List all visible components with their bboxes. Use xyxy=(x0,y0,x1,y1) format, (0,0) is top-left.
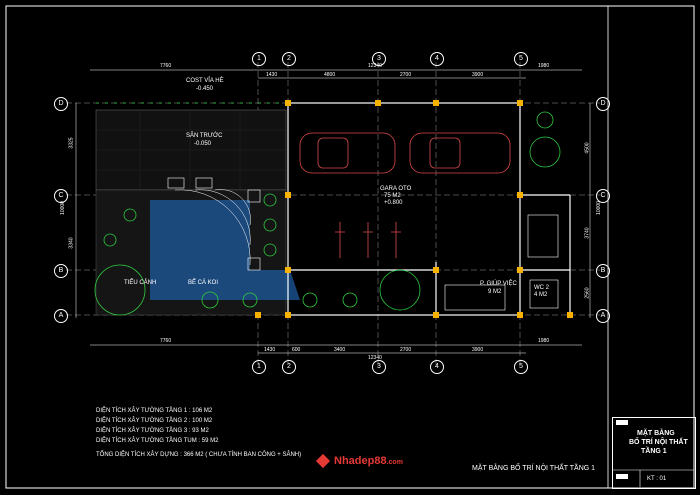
dim-bottom-4: 3400 xyxy=(334,347,346,353)
grid-row-c-left: C xyxy=(54,189,68,203)
koi-pond xyxy=(150,200,300,300)
garage-label: GARA OTO xyxy=(380,186,412,192)
grid-row-c-right: C xyxy=(596,189,610,203)
grid-row-a-right: A xyxy=(596,309,610,323)
dim-top-total: 12340 xyxy=(368,63,382,69)
grid-col-2-top: 2 xyxy=(282,52,296,66)
dim-bottom-1: 7760 xyxy=(160,338,172,344)
dim-bottom-5: 2700 xyxy=(400,347,412,353)
dim-bottom-2: 1430 xyxy=(264,347,276,353)
grid-row-d-right: D xyxy=(596,97,610,111)
grid-col-2-bottom: 2 xyxy=(282,360,296,374)
car-icons xyxy=(299,132,511,174)
yard-label: SÂN TRƯỚC xyxy=(186,133,223,139)
street-level-label: COST VỈA HÈ xyxy=(186,78,224,84)
title-line-1: MẶT BẰNG xyxy=(637,430,675,437)
maid-room-label: P. GIÚP VIỆC xyxy=(480,281,517,287)
grid-col-5-bottom: 5 xyxy=(514,360,528,374)
street-elev-label: -0.450 xyxy=(196,86,214,92)
title-block: MẶT BẰNG BỐ TRÍ NỘI THẤT TẦNG 1 KT : 01 xyxy=(612,417,696,489)
dim-left-2: 10000 xyxy=(59,201,66,215)
columns xyxy=(255,100,573,318)
title-line-2: BỐ TRÍ NỘI THẤT xyxy=(629,439,688,446)
dim-top-1: 7760 xyxy=(160,63,172,69)
sheet-number: KT : 01 xyxy=(647,476,667,482)
area-total: TỔNG DIỆN TÍCH XÂY DỰNG : 366 M2 ( CHƯA … xyxy=(96,452,302,458)
grid-col-1-bottom: 1 xyxy=(252,360,266,374)
dim-top-5: 3900 xyxy=(472,72,484,78)
dim-left-1: 3325 xyxy=(68,137,75,149)
dim-top-3: 4800 xyxy=(324,72,336,78)
grid-row-a-left: A xyxy=(54,309,68,323)
brand-name-main: Nhadep88 xyxy=(334,455,387,467)
area-floor-3: DIỆN TÍCH XÂY TƯỜNG TẦNG 3 : 93 M2 xyxy=(96,428,209,434)
dim-top-2: 1430 xyxy=(266,72,278,78)
walls xyxy=(287,102,571,316)
koi-pond-label: BỂ CÁ KOI xyxy=(188,280,219,286)
brand-logo-icon xyxy=(315,453,331,469)
wc-area-label: 4 M2 xyxy=(534,292,548,298)
dim-right-2: 10000 xyxy=(595,201,602,215)
dim-right-4: 2560 xyxy=(584,287,591,299)
dim-bottom-total: 12340 xyxy=(368,355,382,361)
dim-top-right: 1980 xyxy=(538,63,550,69)
area-floor-1: DIỆN TÍCH XÂY TƯỜNG TẦNG 1 : 106 M2 xyxy=(96,408,213,414)
brand-name: Nhadep88.com xyxy=(334,456,403,467)
grid-col-5-top: 5 xyxy=(514,52,528,66)
dim-left-3: 3340 xyxy=(68,237,75,249)
garage-elev-label: +0.800 xyxy=(384,200,403,206)
garage-area-label: 75 M2 xyxy=(384,193,401,199)
stepping-stones xyxy=(167,177,261,271)
service-rooms xyxy=(444,214,559,311)
garden-label: TIỂU CẢNH xyxy=(124,280,157,286)
area-floor-tum: DIỆN TÍCH XÂY TƯỜNG TẦNG TUM : 59 M2 xyxy=(96,438,219,444)
yard-elev-label: -0.050 xyxy=(194,141,212,147)
wc-label: WC 2 xyxy=(534,285,549,291)
grid-col-3-bottom: 3 xyxy=(372,360,386,374)
dimension-lines xyxy=(75,69,591,354)
dim-top-4: 2700 xyxy=(400,72,412,78)
area-floor-2: DIỆN TÍCH XÂY TƯỜNG TẦNG 2 : 100 M2 xyxy=(96,418,213,424)
grid-row-d-left: D xyxy=(54,97,68,111)
grid-row-b-right: B xyxy=(596,264,610,278)
grid-col-4-bottom: 4 xyxy=(430,360,444,374)
grid-col-4-top: 4 xyxy=(430,52,444,66)
dim-bottom-right: 1980 xyxy=(538,338,550,344)
maid-area-label: 9 M2 xyxy=(488,289,502,295)
plant-icons xyxy=(94,111,561,316)
grid-col-3-top: 3 xyxy=(372,52,386,66)
grid-col-1-top: 1 xyxy=(252,52,266,66)
spiral-stair xyxy=(174,189,251,266)
dim-bottom-3: 600 xyxy=(292,347,301,353)
dim-right-3: 3740 xyxy=(584,227,591,239)
dim-bottom-6: 3900 xyxy=(472,347,484,353)
motorbike-icons xyxy=(335,222,401,258)
dim-right-1: 4500 xyxy=(584,142,591,154)
sheet-caption: MẶT BẰNG BỐ TRÍ NỘI THẤT TẦNG 1 xyxy=(472,465,596,472)
brand-name-suffix: .com xyxy=(386,459,403,466)
title-line-3: TẦNG 1 xyxy=(641,448,667,455)
grid-row-b-left: B xyxy=(54,264,68,278)
